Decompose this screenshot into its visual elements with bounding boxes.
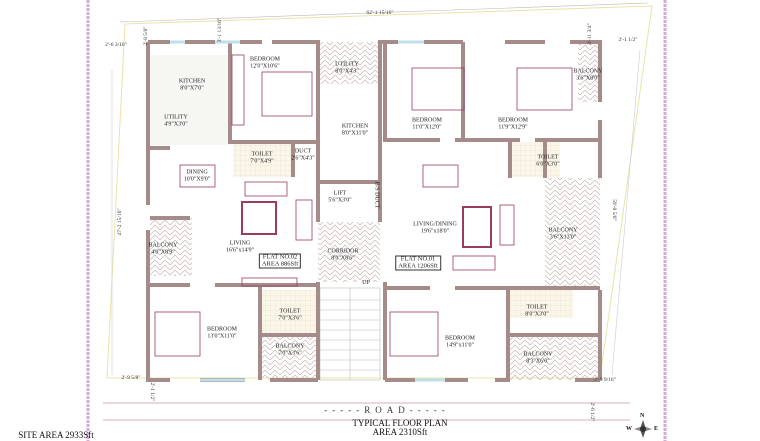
coffee-table — [462, 206, 492, 248]
bed — [516, 67, 573, 111]
sofa — [295, 199, 313, 241]
bs-duct-label: B/S DUCT — [373, 181, 380, 209]
sofa — [499, 204, 515, 246]
coffee-table — [241, 201, 277, 235]
balcony-hatch — [150, 42, 600, 380]
bed — [261, 71, 313, 117]
dim-top-left-offset: 2'-6 3/16" — [105, 42, 127, 48]
compass-west: W — [626, 426, 632, 432]
staircase — [319, 287, 381, 381]
counter — [241, 277, 298, 287]
bed — [154, 311, 201, 357]
dim-right: 59'-0 5/8" — [611, 199, 617, 221]
dim-top: 62'-1 15/16" — [366, 10, 394, 16]
bed — [389, 311, 439, 357]
bed — [411, 67, 465, 111]
dining-table — [422, 164, 459, 188]
dim-top-right-offset: 2'-1 1/2" — [618, 37, 638, 43]
dining-table — [179, 164, 216, 188]
dim-bottom-left-vert: 2'-1 1/2" — [149, 382, 155, 402]
site-area-label: SITE AREA 2933Sft — [18, 430, 94, 440]
sofa — [244, 181, 288, 197]
dim-bottom-right-vert: 2'-6 1/2" — [589, 402, 595, 422]
compass-east: E — [654, 426, 659, 432]
furniture — [154, 54, 573, 357]
dim-bottom-right-offset: 2'-9 9/16" — [594, 377, 616, 383]
stair-up-label: UP — [362, 279, 370, 286]
compass-icon: N W E — [626, 413, 659, 441]
dim-left: 47'-2 15/16" — [117, 208, 123, 236]
dim-top-right-vert: 3'-11 3/4" — [587, 23, 593, 45]
dim-top-left-vert: 2'-8 5/8" — [143, 26, 149, 46]
wardrobe — [231, 54, 245, 126]
dim-bottom-left-offset: 2'-9 5/8" — [121, 375, 141, 381]
sofa — [452, 255, 496, 271]
road-label: -----ROAD----- — [324, 405, 450, 415]
compass-north: N — [640, 413, 645, 419]
dim-top-mid-vert: 3'-1 13/16" — [217, 17, 223, 43]
